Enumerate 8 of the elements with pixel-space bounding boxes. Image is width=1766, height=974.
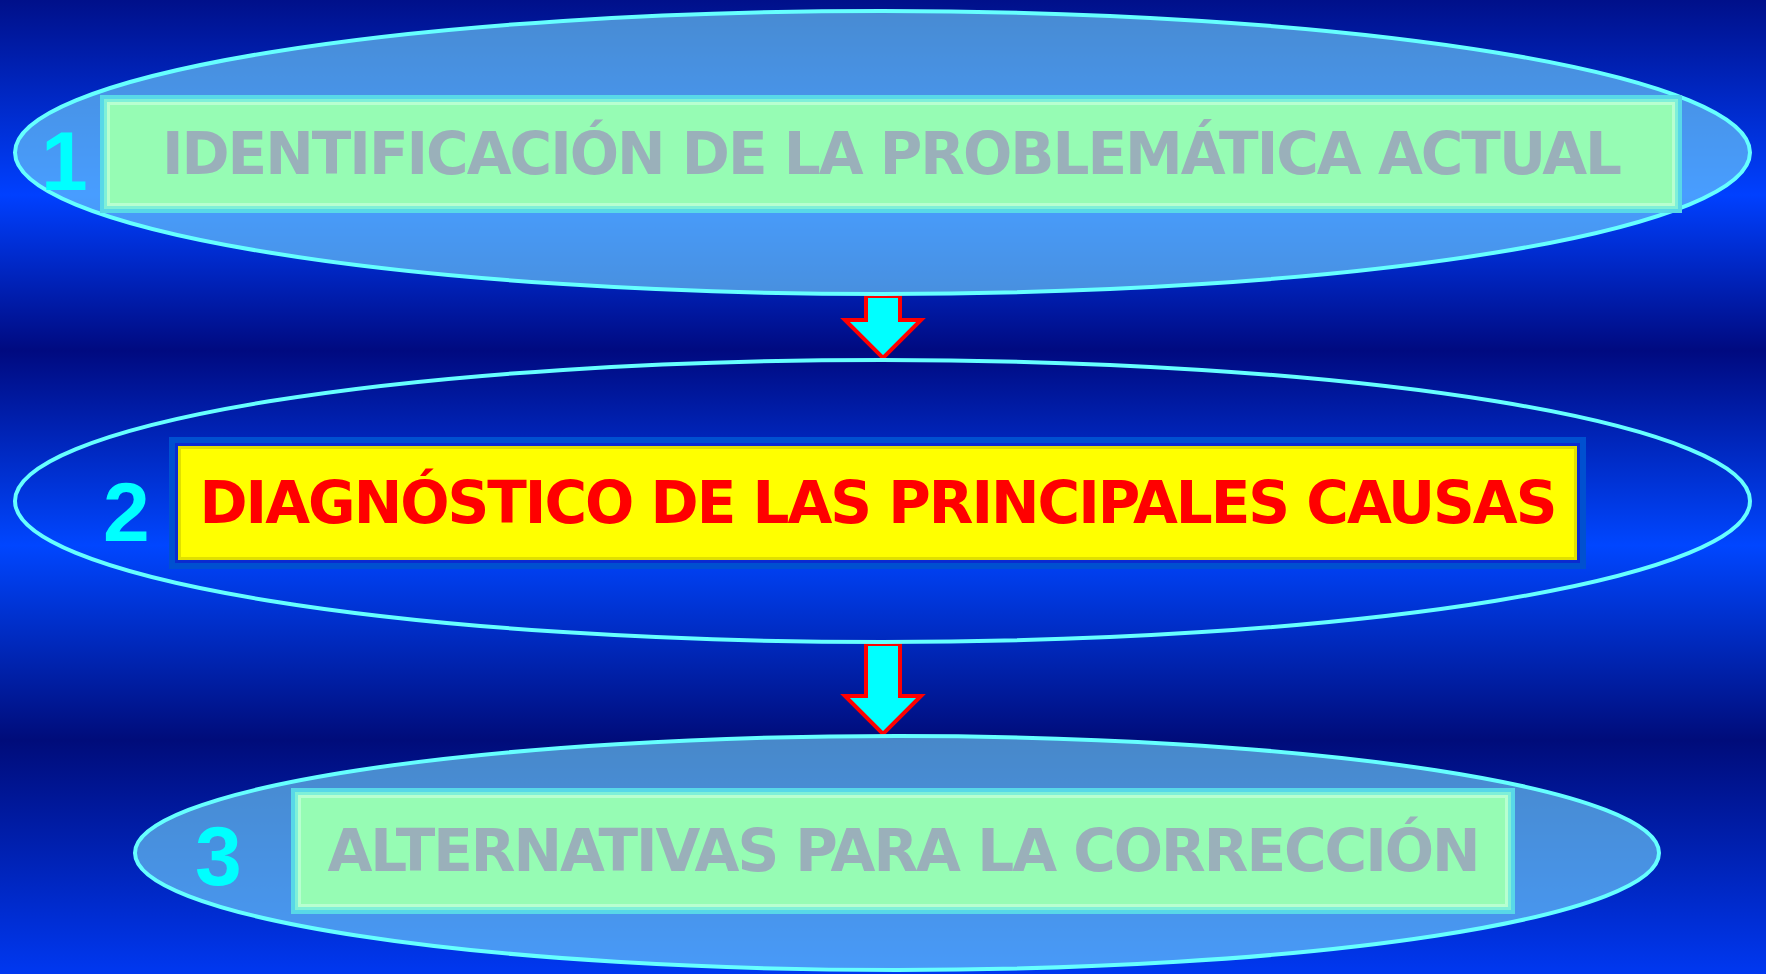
box-text: DIAGNÓSTICO DE LAS PRINCIPALES CAUSAS	[199, 469, 1556, 537]
block-arrow	[840, 294, 926, 361]
block-arrow	[840, 642, 926, 737]
step-number: 3	[195, 814, 242, 898]
box-text: IDENTIFICACIÓN DE LA PROBLEMÁTICA ACTUAL	[161, 120, 1621, 188]
step-number: 2	[103, 470, 150, 554]
box-text: ALTERNATIVAS PARA LA CORRECCIÓN	[327, 817, 1479, 885]
step-number: 1	[41, 119, 88, 203]
